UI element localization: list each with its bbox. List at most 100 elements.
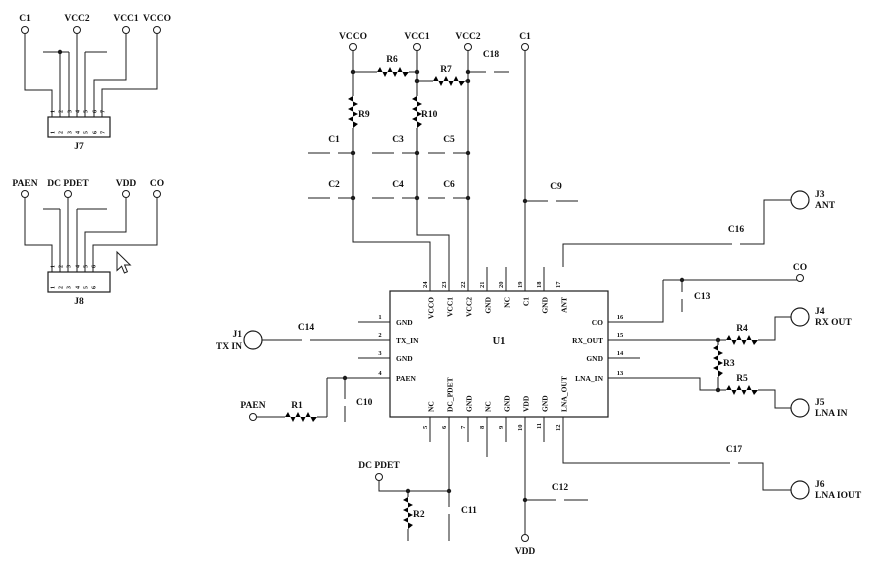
j8-refdes: J8 [74, 297, 84, 307]
j7-wires [24, 33, 158, 117]
ground-icon [569, 201, 587, 215]
port-j4 [790, 307, 810, 327]
capacitor-c1 [330, 145, 338, 161]
pin-number: 1 [51, 110, 57, 113]
resistor-r7 [433, 76, 465, 86]
port-ground-icon [793, 499, 807, 512]
ground-icon [350, 350, 358, 366]
ground-icon [640, 350, 648, 366]
pin-number: 3 [378, 350, 382, 357]
r5-label: R5 [736, 374, 748, 384]
pin-number: 6 [93, 110, 99, 113]
j6-refdes: J6 [815, 480, 825, 490]
r9-label: R9 [358, 110, 370, 120]
port-ground-icon [793, 326, 807, 339]
mouse-cursor [116, 250, 132, 274]
port-j3 [790, 190, 810, 210]
j1-label: TX IN [216, 342, 242, 352]
terminal-dc-pdet [64, 190, 72, 198]
pin-name: VCC1 [446, 297, 455, 317]
pin-number: 2 [59, 265, 65, 268]
net-label-c1: C1 [519, 32, 531, 42]
pin-number: 2 [59, 110, 65, 113]
header-j7: C1 VCC2 VCC1 VCCO 1 2 3 4 5 6 7 1 2 3 4 … [19, 14, 171, 152]
junction-dot [446, 488, 452, 494]
c11-label: C11 [461, 506, 477, 516]
pin-number: 9 [498, 425, 505, 429]
pin-number: 6 [92, 286, 98, 289]
terminal-c1-rail [521, 43, 529, 51]
terminal-vcco [153, 26, 161, 34]
ground-icon [535, 253, 553, 267]
terminal-co-net [796, 274, 804, 282]
capacitor-c6 [445, 190, 453, 206]
pin-number: 22 [460, 282, 467, 289]
port-j1 [243, 330, 263, 350]
r4-label: R4 [736, 324, 748, 334]
ground-icon [350, 314, 358, 330]
ground-icon [363, 198, 381, 212]
net-label-vcc2: VCC2 [64, 14, 90, 24]
resistor-r6 [377, 67, 409, 77]
pin-name: PAEN [396, 374, 416, 383]
j7-pin-numbers: 1 2 3 4 5 6 7 1 2 3 4 5 6 7 [51, 110, 107, 134]
pin-number: 21 [479, 282, 486, 289]
terminal-vdd [122, 190, 130, 198]
pin-number: 2 [378, 332, 381, 339]
ground-icon [478, 457, 496, 471]
net-label-vcco: VCCO [339, 32, 367, 42]
ic-refdes: U1 [493, 336, 506, 347]
pin-number: 14 [617, 350, 624, 357]
terminal-dc-pdet-net [375, 473, 383, 481]
port-ground-icon [793, 417, 807, 430]
pin-name: GND [586, 354, 603, 363]
j5-label: LNA IN [815, 409, 848, 419]
pin-name: VCC2 [465, 297, 474, 317]
resistor-r3 [713, 345, 723, 377]
pin-number: 8 [479, 425, 486, 429]
j5-refdes: J5 [815, 398, 825, 408]
r3-label: R3 [723, 359, 735, 369]
pin-number: 18 [536, 281, 543, 288]
ground-icon [336, 422, 354, 436]
ground-icon [535, 442, 553, 456]
ground-icon [34, 209, 52, 223]
pin-number: 24 [422, 281, 429, 288]
pin-number: 15 [617, 332, 624, 339]
c2-label: C2 [328, 180, 340, 190]
capacitor-c14 [302, 332, 310, 348]
ground-icon [421, 442, 439, 456]
r10-label: R10 [421, 110, 438, 120]
pin-number: 2 [59, 286, 65, 289]
junction-dot [57, 49, 63, 55]
tx-input-section: J1 TX IN PAEN R1 C10 C14 [216, 314, 390, 436]
rf-wires [562, 199, 797, 409]
terminal-paen [21, 190, 29, 198]
ground-icon [299, 153, 317, 167]
port-ground-icon [246, 349, 260, 362]
c3-label: C3 [392, 135, 404, 145]
ground-icon [497, 253, 515, 267]
terminal-co [153, 190, 161, 198]
pin-number: 3 [68, 110, 74, 113]
pin-number: 5 [422, 425, 429, 429]
ground-icon [399, 541, 417, 555]
c5-label: C5 [443, 135, 455, 145]
net-label-vcco: VCCO [143, 14, 171, 24]
ground-icon [579, 500, 597, 514]
rf-output-section: J3 ANT J4 RX OUT J5 LNA IN CO C16 C13 R4… [562, 190, 852, 430]
pin-number: 3 [67, 265, 73, 268]
terminal-vcc1 [122, 26, 130, 34]
ground-icon [478, 253, 496, 267]
j4-refdes: J4 [815, 307, 825, 317]
c1-label: C1 [328, 135, 340, 145]
capacitor-c10 [336, 399, 354, 406]
terminal-paen-net [249, 413, 257, 421]
ground-icon [419, 153, 437, 167]
pin-number: 1 [51, 265, 57, 268]
capacitor-c17 [730, 455, 738, 471]
c13-label: C13 [694, 292, 711, 302]
supply-junctions [350, 69, 528, 204]
